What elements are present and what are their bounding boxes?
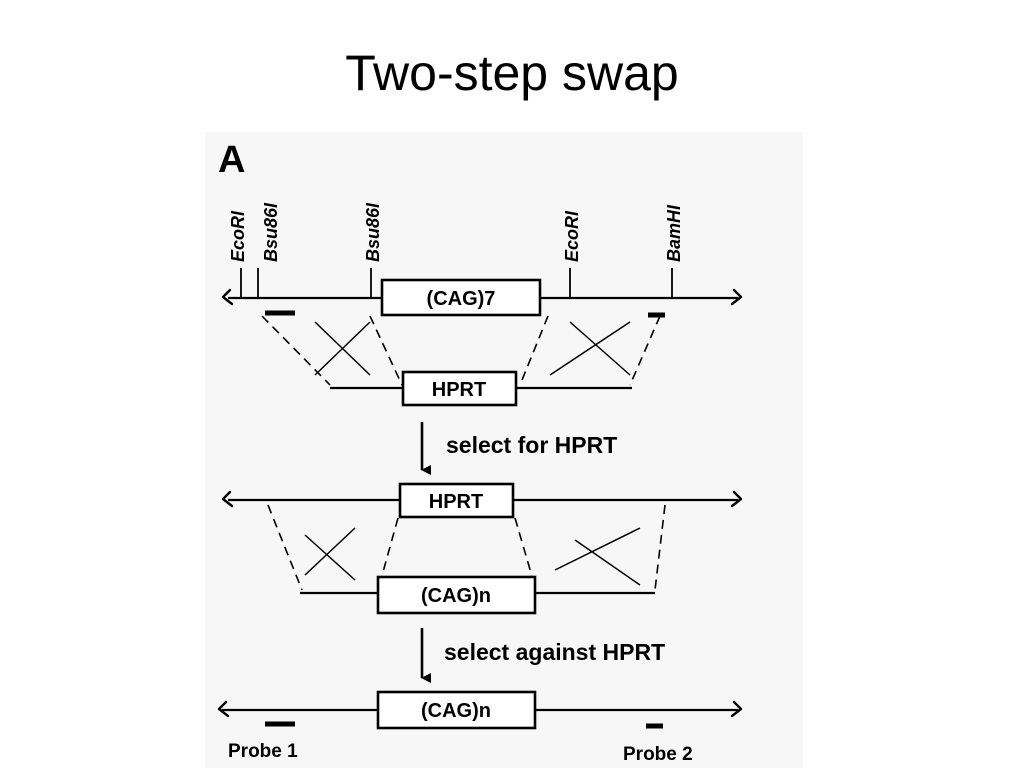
panel-label: A (218, 139, 245, 181)
panel-background (205, 132, 803, 768)
row5-left-break-icon (217, 700, 230, 718)
probe2-label: Probe 2 (623, 744, 693, 765)
row2-hprt-box (401, 370, 518, 407)
figure-panel: A EcoRI Bsu86I Bsu86I EcoRI BamHI (CAG)7… (205, 132, 803, 768)
probe1-label: Probe 1 (228, 741, 298, 762)
row5-cagn-box (376, 690, 537, 730)
row3-left-break-icon (221, 490, 234, 508)
row1-right-break-icon (730, 288, 743, 306)
step2-label: select against HPRT (444, 639, 665, 665)
row3-hprt-box (398, 482, 515, 519)
slide-title: Two-step swap (345, 45, 679, 101)
site-label-bamhi: BamHI (664, 204, 684, 262)
site-label-bsu86i-1: Bsu86I (261, 202, 281, 262)
swap-diagram: A EcoRI Bsu86I Bsu86I EcoRI BamHI (CAG)7… (205, 132, 803, 768)
row5-right-break-icon (730, 700, 743, 718)
row1-locus: (CAG)7 (221, 278, 743, 318)
row3-locus: HPRT (221, 482, 743, 519)
row2-hprt-label: HPRT (432, 379, 486, 401)
row5-cagn-label: (CAG)n (421, 700, 491, 722)
row3-hprt-label: HPRT (429, 491, 483, 513)
row2-vector: HPRT (330, 370, 632, 407)
row5-locus: (CAG)n (217, 690, 743, 730)
row1-cag7-label: (CAG)7 (427, 288, 496, 310)
row4-vector: (CAG)n (300, 575, 655, 615)
row1-left-break-icon (221, 288, 234, 306)
step1-label: select for HPRT (446, 432, 617, 458)
row1-cag7-box (380, 278, 542, 317)
row4-cagn-label: (CAG)n (421, 585, 491, 607)
site-label-ecori-2: EcoRI (562, 210, 582, 262)
crossover-1 (261, 315, 661, 386)
site-label-bsu86i-2: Bsu86I (363, 202, 383, 262)
site-label-ecori-1: EcoRI (228, 210, 248, 262)
row4-cagn-box (376, 575, 537, 615)
row3-right-break-icon (730, 490, 743, 508)
